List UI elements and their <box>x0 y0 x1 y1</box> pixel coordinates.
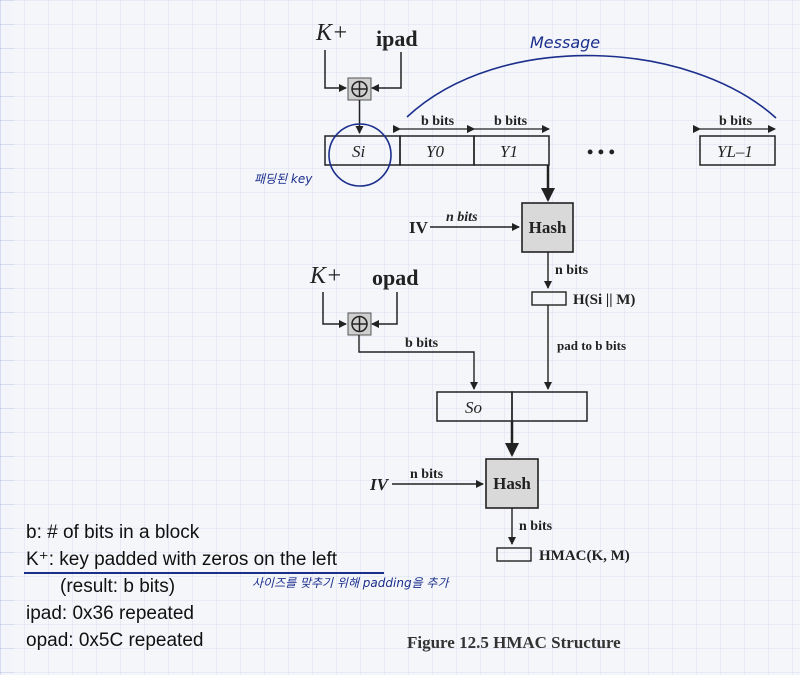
pad-to-b-bits-label: pad to b bits <box>557 338 626 353</box>
yl-block <box>699 135 776 166</box>
h-si-m-label: H(Si || M) <box>573 292 635 308</box>
note-result: (result: b bits) <box>60 576 176 597</box>
iv-bottom-label: IV <box>369 475 390 494</box>
note-k-plus: K⁺: key padded with zeros on the left <box>26 549 338 570</box>
hash-top-n-bits: n bits <box>555 263 589 278</box>
iv-bottom-n-bits: n bits <box>410 467 444 482</box>
note-ipad: ipad: 0x36 repeated <box>26 603 194 624</box>
hash-bottom-label: Hash <box>493 474 531 493</box>
padded-key-note: 패딩된 key <box>254 172 313 186</box>
iv-top-label: IV <box>409 218 429 237</box>
figure-caption: Figure 12.5 HMAC Structure <box>407 633 621 652</box>
k-plus-bottom-label: K+ <box>309 263 342 289</box>
so-label: So <box>465 398 482 417</box>
hash-top-label: Hash <box>529 218 567 237</box>
ipad-to-xor-arrow <box>371 52 402 92</box>
hash-top-box <box>521 202 574 253</box>
ellipsis: • • • <box>587 142 615 162</box>
padding-handwritten-note: 사이즈를 맞추기 위해 padding을 추가 <box>252 576 449 590</box>
notebook-sheet <box>14 0 800 675</box>
b-bits-y0-label: b bits <box>421 114 455 129</box>
iv-top-n-bits: n bits <box>446 210 478 225</box>
hmac-label: HMAC(K, M) <box>539 548 630 564</box>
message-handwritten: Message <box>530 33 600 52</box>
notes-block: b: # of bits in a block K⁺: key padded w… <box>26 519 486 654</box>
yl-label: YL–1 <box>717 142 753 161</box>
y1-block <box>473 135 550 166</box>
hmac-output-block <box>496 547 532 562</box>
si-label: Si <box>352 142 366 161</box>
b-bits-y1-label: b bits <box>494 114 528 129</box>
y1-label: Y1 <box>500 142 518 161</box>
si-highlight-circle <box>328 123 392 187</box>
padded-hash-block <box>511 391 588 422</box>
inner-hash-output-block <box>531 291 567 306</box>
note-opad: opad: 0x5C repeated <box>26 630 204 651</box>
k-plus-to-xor-bottom-arrow <box>322 292 347 328</box>
xor-bottom-icon <box>347 312 372 336</box>
handwritten-underline <box>24 572 384 574</box>
opad-to-xor-arrow <box>371 292 398 328</box>
ipad-label: ipad <box>376 26 418 51</box>
note-b: b: # of bits in a block <box>26 522 200 543</box>
k-plus-top-label: K+ <box>315 20 348 46</box>
opad-label: opad <box>372 265 418 290</box>
message-arc <box>406 54 777 119</box>
y0-label: Y0 <box>426 142 444 161</box>
xor-top-icon <box>347 77 372 101</box>
b-bits-yl-label: b bits <box>719 114 753 129</box>
hash-bottom-n-bits: n bits <box>519 519 553 534</box>
b-bits-so-label: b bits <box>405 336 439 351</box>
xor-to-so-arrow <box>358 335 478 390</box>
k-plus-to-xor-arrow <box>324 50 347 92</box>
